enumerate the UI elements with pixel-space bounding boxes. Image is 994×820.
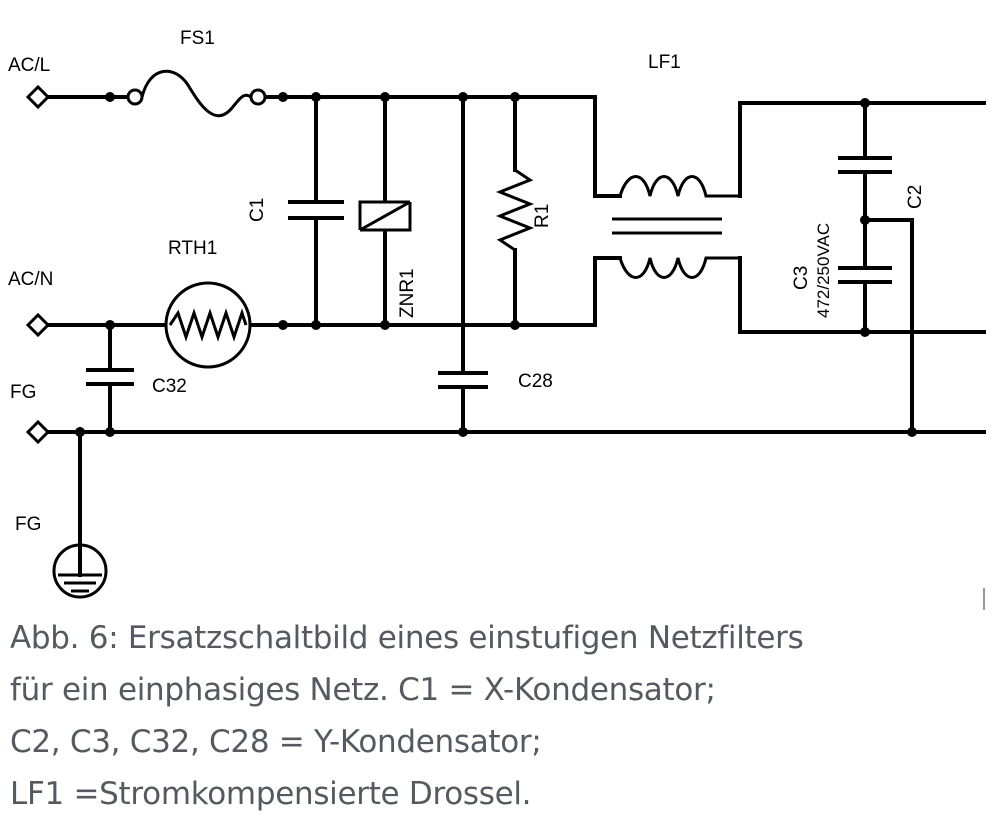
- label-c28: C28: [518, 371, 553, 392]
- label-c32: C32: [152, 376, 187, 397]
- capacitor-c32: [86, 323, 134, 434]
- resistor-r1: [495, 92, 535, 330]
- label-lf1: LF1: [648, 52, 681, 73]
- label-fs1: FS1: [180, 28, 215, 49]
- edge-mark: [983, 588, 985, 610]
- caption-line-1: Abb. 6: Ersatzschaltbild eines einstufig…: [10, 620, 804, 656]
- label-fg-ground: FG: [15, 514, 41, 535]
- label-fg-line: FG: [10, 382, 36, 403]
- label-c1: C1: [247, 198, 268, 222]
- line-fg-wires: [46, 427, 986, 437]
- figure-caption: Abb. 6: Ersatzschaltbild eines einstufig…: [10, 612, 985, 820]
- ground-symbol: [52, 430, 108, 599]
- capacitor-c1: [288, 92, 344, 330]
- caption-line-3: C2, C3, C32, C28 = Y-Kondensator;: [10, 724, 542, 760]
- label-c2: C2: [905, 185, 926, 209]
- label-ac-l: AC/L: [8, 55, 50, 76]
- capacitor-c28: [438, 92, 488, 434]
- circuit-schematic: AC/L AC/N FG FG FS1 RTH1 C1 ZNR1 R1 LF1 …: [8, 28, 986, 599]
- y-cap-midpoint-wire: [860, 215, 914, 434]
- label-c3-value: 472/250VAC: [814, 223, 833, 318]
- label-znr1: ZNR1: [397, 268, 418, 318]
- varistor-znr1: [358, 92, 412, 330]
- label-ac-n: AC/N: [8, 269, 53, 290]
- capacitor-c2: [838, 98, 892, 270]
- capacitor-c3: [838, 266, 892, 337]
- terminal-ac-l: [25, 84, 51, 110]
- label-rth1: RTH1: [168, 238, 217, 259]
- choke-lf1: [593, 95, 986, 334]
- terminal-fg: [25, 419, 51, 445]
- label-r1: R1: [532, 204, 553, 228]
- fuse-fs1: [105, 69, 288, 117]
- thermistor-rth1: [105, 281, 288, 369]
- caption-line-4: LF1 =Stromkompensierte Drossel.: [10, 776, 532, 812]
- caption-line-2: für ein einphasiges Netz. C1 = X-Kondens…: [10, 672, 716, 708]
- label-c3: C3: [791, 266, 812, 290]
- terminal-ac-n: [25, 312, 51, 338]
